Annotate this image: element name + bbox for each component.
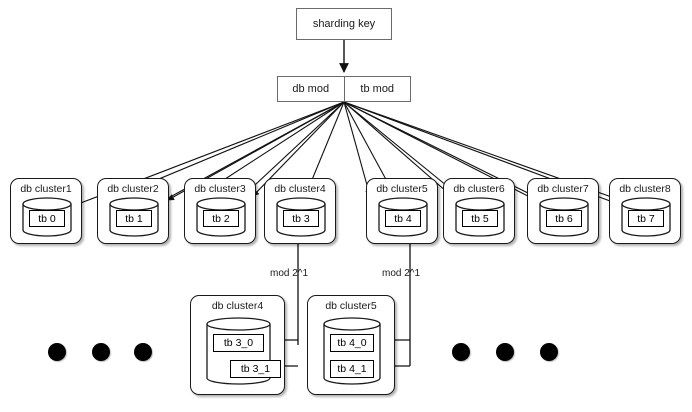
table-tb-6[interactable]: tb 6 [546, 210, 582, 227]
table-label: tb 4_0 [337, 337, 367, 349]
table-label: tb 3_0 [223, 337, 254, 349]
table-label: tb 6 [555, 212, 573, 225]
top-cluster-7-label: db cluster7 [537, 183, 589, 195]
table-label: tb 1 [125, 212, 143, 225]
table-label: tb 3 [292, 212, 310, 225]
mod-node[interactable]: db mod tb mod [277, 76, 411, 102]
table-label: tb 7 [637, 212, 655, 225]
table-tb-5[interactable]: tb 5 [462, 210, 498, 227]
tb-mod-cell[interactable]: tb mod [343, 77, 411, 101]
table-label: tb 4 [394, 212, 412, 225]
top-cluster-4-label: db cluster4 [274, 183, 326, 195]
table-tb-3[interactable]: tb 3 [283, 210, 319, 227]
top-cluster-4[interactable]: db cluster4 tb 3 [264, 178, 336, 244]
ellipsis-left-dot-3 [134, 343, 152, 361]
table-tb-4-1[interactable]: tb 4_1 [330, 360, 374, 378]
top-cluster-1-label: db cluster1 [20, 183, 72, 195]
top-cluster-8[interactable]: db cluster8 tb 7 [609, 178, 681, 244]
top-cluster-2[interactable]: db cluster2 tb 1 [97, 178, 169, 244]
ellipsis-right-dot-1 [452, 343, 470, 361]
bottom-cluster-1-label: db cluster4 [211, 300, 264, 312]
top-cluster-6[interactable]: db cluster6 tb 5 [443, 178, 515, 244]
top-cluster-8-label: db cluster8 [619, 183, 671, 195]
ellipsis-right-dot-2 [496, 343, 514, 361]
sharding-key-node[interactable]: sharding key [296, 8, 392, 40]
mod-label-2: mod 2^1 [382, 268, 421, 279]
db-mod-cell[interactable]: db mod [278, 77, 344, 101]
table-tb-3-0[interactable]: tb 3_0 [213, 334, 264, 352]
top-cluster-1[interactable]: db cluster1 tb 0 [10, 178, 82, 244]
ellipsis-left-dot-1 [48, 343, 66, 361]
table-tb-3-1[interactable]: tb 3_1 [230, 360, 281, 378]
table-tb-4-0[interactable]: tb 4_0 [330, 334, 374, 352]
table-tb-7[interactable]: tb 7 [628, 210, 664, 227]
top-cluster-3[interactable]: db cluster3 tb 2 [184, 178, 256, 244]
db-mod-cell-label: db mod [292, 83, 330, 95]
table-label: tb 4_1 [337, 363, 367, 375]
sharding-key-label: sharding key [312, 18, 376, 30]
mod-label-1: mod 2^1 [270, 268, 309, 279]
bottom-cluster-2-label: db cluster5 [325, 300, 377, 312]
top-cluster-6-label: db cluster6 [453, 183, 505, 195]
table-label: tb 0 [38, 212, 56, 225]
top-cluster-5-label: db cluster5 [376, 183, 428, 195]
top-cluster-5[interactable]: db cluster5 tb 4 [366, 178, 438, 244]
table-tb-0[interactable]: tb 0 [29, 210, 65, 227]
ellipsis-left-dot-2 [92, 343, 110, 361]
top-cluster-7[interactable]: db cluster7 tb 6 [527, 178, 599, 244]
tb-mod-cell-label: tb mod [360, 83, 395, 95]
table-tb-4[interactable]: tb 4 [385, 210, 421, 227]
table-label: tb 2 [212, 212, 230, 225]
ellipsis-right-dot-3 [540, 343, 558, 361]
top-cluster-2-label: db cluster2 [107, 183, 159, 195]
top-cluster-3-label: db cluster3 [194, 183, 246, 195]
table-label: tb 5 [471, 212, 489, 225]
table-tb-1[interactable]: tb 1 [116, 210, 152, 227]
table-label: tb 3_1 [240, 363, 271, 375]
table-tb-2[interactable]: tb 2 [203, 210, 239, 227]
